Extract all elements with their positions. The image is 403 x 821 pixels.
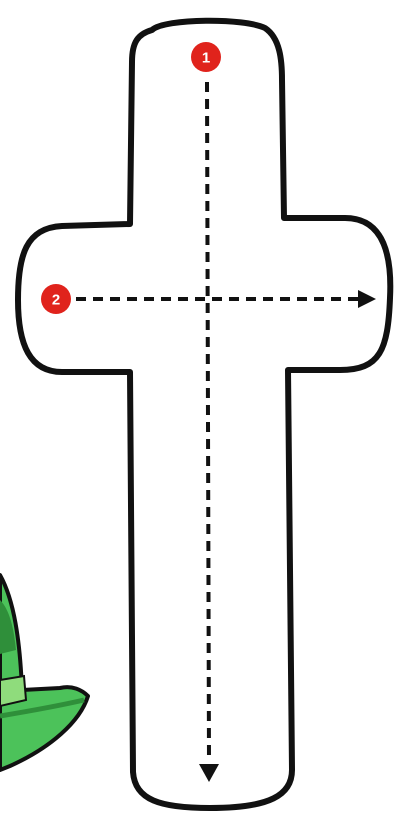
step-badge-2-label: 2 <box>52 292 60 309</box>
step-badge-2: 2 <box>41 284 71 314</box>
witch-hat-icon <box>0 575 88 770</box>
step-badge-1-label: 1 <box>202 50 210 67</box>
step-badge-1: 1 <box>191 42 221 72</box>
